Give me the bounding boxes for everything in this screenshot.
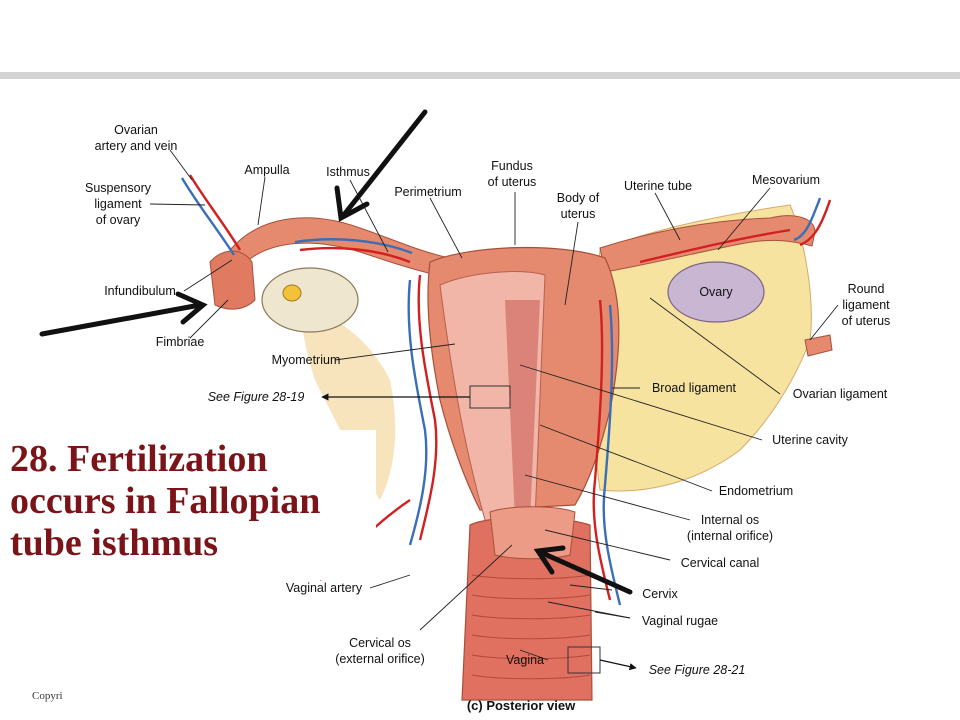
label-fundus-line1: Fundus [491, 159, 533, 173]
label-endometrium: Endometrium [719, 484, 793, 498]
arrow-to-cervix [537, 549, 633, 595]
arrow-to-fimbriae-head [175, 291, 208, 325]
label-cervix: Cervix [642, 587, 678, 601]
left-fimbriae-shape [209, 250, 256, 310]
arrow-to-isthmus-head [334, 185, 370, 222]
label-uterine-tube: Uterine tube [624, 179, 692, 193]
label-see-figure-21: See Figure 28-21 [649, 663, 746, 677]
label-vaginal-artery: Vaginal artery [286, 581, 363, 595]
cervix-shape [489, 506, 576, 560]
label-round-ligament-line1: Round [848, 282, 885, 296]
label-isthmus: Isthmus [326, 165, 370, 179]
label-uterine-cavity: Uterine cavity [772, 433, 848, 447]
round-ligament-shape [804, 334, 833, 357]
see-fig-21-arrow [599, 659, 637, 671]
label-mesovarium: Mesovarium [752, 173, 820, 187]
label-ovarian-artery-line1: Ovarian [114, 123, 158, 137]
label-round-ligament-line2: ligament [842, 298, 890, 312]
label-internal-os-line2: (internal orifice) [687, 529, 773, 543]
arrow-to-isthmus [340, 109, 428, 219]
label-vaginal-rugae: Vaginal rugae [642, 614, 718, 628]
left-ovary-follicle [282, 284, 302, 302]
slide-caption: 28. Fertilization occurs in Fallopian tu… [10, 438, 321, 564]
label-see-figure-19: See Figure 28-19 [208, 390, 305, 404]
copyright-text: Copyri [32, 690, 63, 702]
vaginal-rugae-lines [471, 574, 591, 680]
label-myometrium: Myometrium [272, 353, 341, 367]
arrow-to-cervix-head [533, 545, 566, 575]
label-vagina: Vagina [506, 653, 544, 667]
header-divider [0, 72, 960, 79]
label-body-line1: Body of [557, 191, 600, 205]
left-ovary-shape [261, 267, 359, 333]
arrow-to-fimbriae [39, 302, 203, 337]
label-cervical-canal: Cervical canal [681, 556, 760, 570]
label-perimetrium: Perimetrium [394, 185, 461, 199]
big-pointer-arrows [39, 109, 633, 595]
label-round-ligament-line3: of uterus [842, 314, 891, 328]
label-infundibulum: Infundibulum [104, 284, 176, 298]
label-ovarian-artery-line2: artery and vein [95, 139, 178, 153]
caption-backdrop [0, 430, 376, 580]
label-suspensory-line1: Suspensory [85, 181, 152, 195]
label-ovary: Ovary [699, 285, 733, 299]
label-ovarian-ligament: Ovarian ligament [793, 387, 888, 401]
label-fimbriae: Fimbriae [156, 335, 205, 349]
label-cervical-os-line2: (external orifice) [335, 652, 425, 666]
label-cervical-os-line1: Cervical os [349, 636, 411, 650]
leader-lines [149, 149, 839, 661]
right-ovary-shape [667, 261, 765, 323]
uterine-cavity-shape [505, 300, 540, 520]
label-suspensory-line2: ligament [94, 197, 142, 211]
label-suspensory-line3: of ovary [96, 213, 141, 227]
veins [180, 177, 822, 606]
label-posterior-view: (c) Posterior view [467, 698, 576, 713]
label-broad-ligament: Broad ligament [652, 381, 737, 395]
label-internal-os-line1: Internal os [701, 513, 759, 527]
label-fundus-line2: of uterus [488, 175, 537, 189]
label-body-line2: uterus [561, 207, 596, 221]
label-ampulla: Ampulla [244, 163, 289, 177]
